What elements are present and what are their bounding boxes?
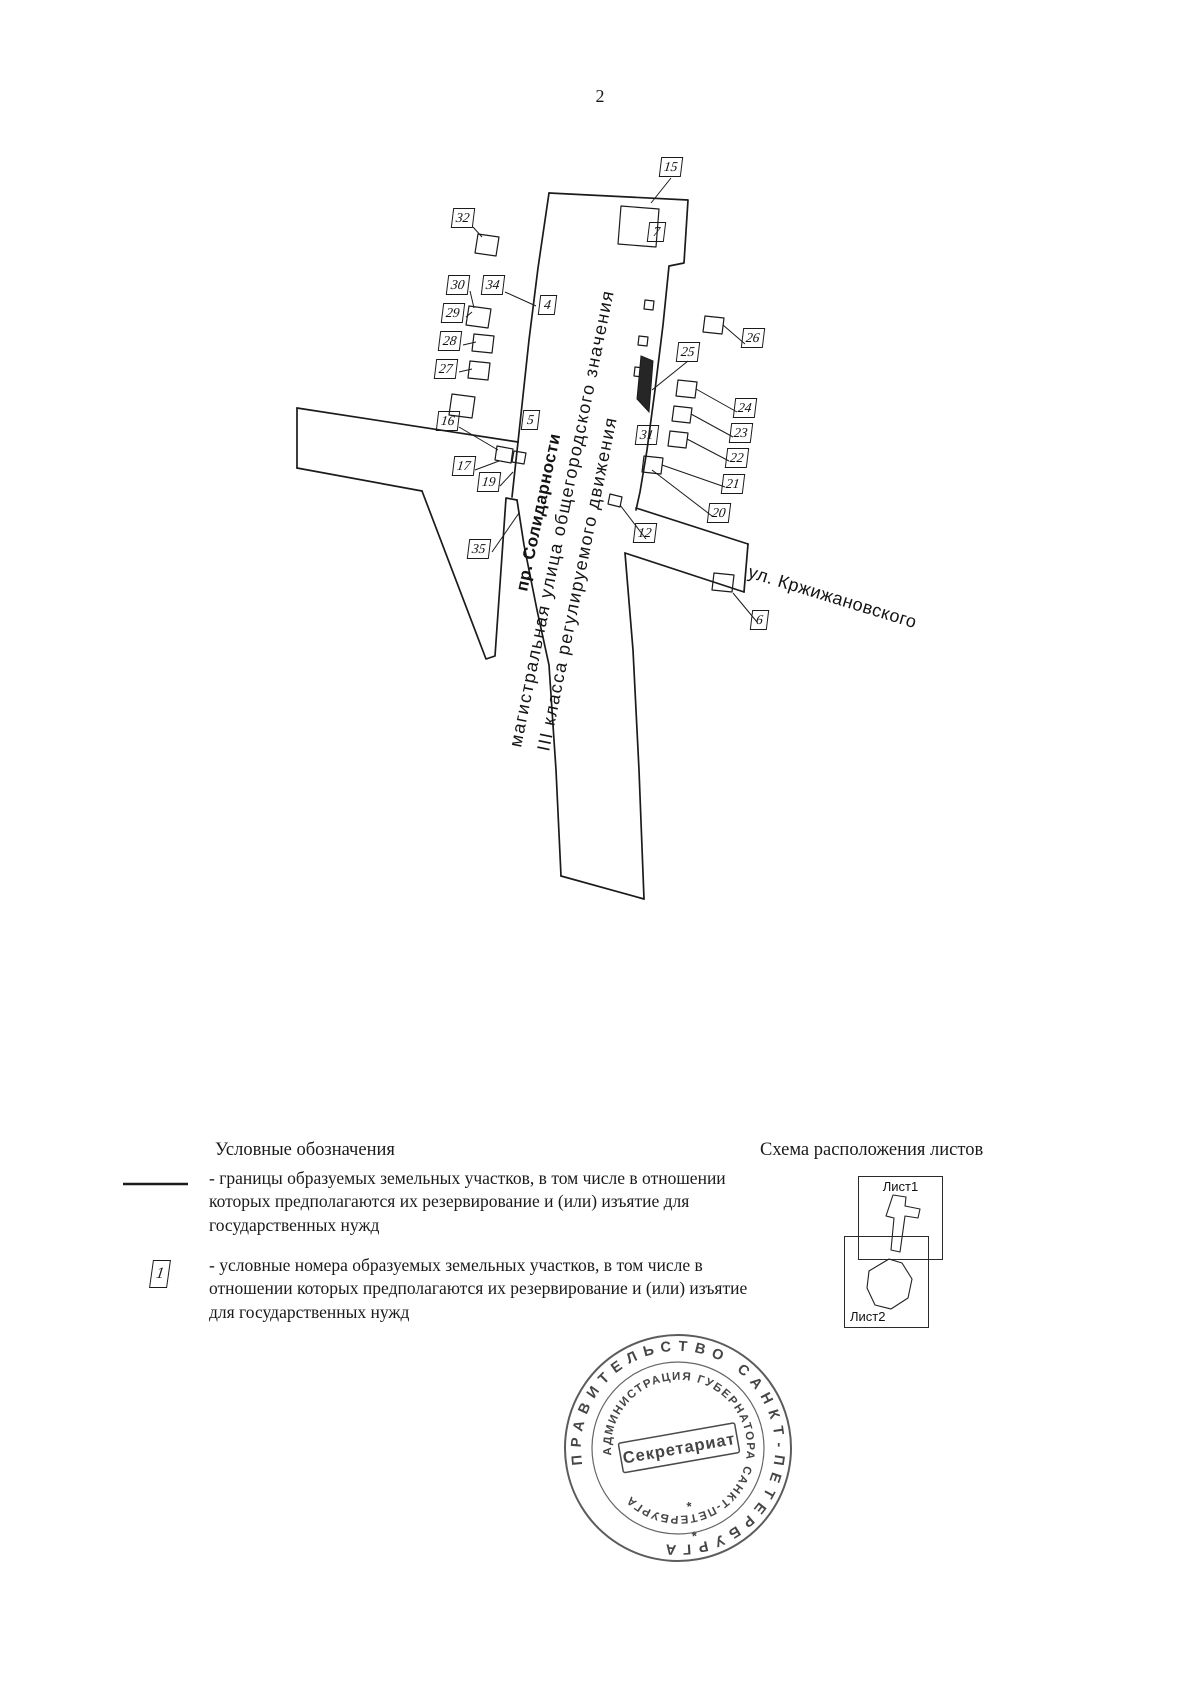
legend-item-numbers-text: - условные номера образуемых земельных у… bbox=[209, 1255, 748, 1322]
parcel-label-6: 6 bbox=[749, 610, 770, 630]
sheet1-mini-map bbox=[885, 1194, 921, 1253]
parcel-label-25: 25 bbox=[675, 342, 700, 362]
official-stamp: ПРАВИТЕЛЬСТВО САНКТ-ПЕТЕРБУРГА АДМИНИСТР… bbox=[551, 1321, 804, 1574]
parcel-label-34: 34 bbox=[480, 275, 505, 295]
stamp-center-text: Секретариат bbox=[621, 1430, 737, 1468]
page-number: 2 bbox=[595, 86, 605, 106]
stamp-star-icon: * bbox=[686, 1498, 695, 1514]
legend-item-boundaries-text: - границы образуемых земельных участков,… bbox=[209, 1168, 726, 1235]
sheet1-label: Лист1 bbox=[882, 1179, 919, 1194]
parcel-label-17: 17 bbox=[451, 456, 476, 476]
parcel-label-31: 31 bbox=[634, 425, 659, 445]
parcel-label-29: 29 bbox=[440, 303, 465, 323]
sheet-box-2: Лист2 bbox=[844, 1236, 929, 1328]
leader-lines bbox=[458, 177, 758, 623]
legend-title: Условные обозначения bbox=[215, 1140, 395, 1160]
parcel-label-23: 23 bbox=[728, 423, 753, 443]
parcel-label-20: 20 bbox=[706, 503, 731, 523]
stamp-inner-circle bbox=[591, 1361, 765, 1535]
sheet2-mini-map bbox=[866, 1258, 913, 1310]
parcel-label-15: 15 bbox=[658, 157, 683, 177]
parcel-label-32: 32 bbox=[450, 208, 475, 228]
parcel-label-4: 4 bbox=[537, 295, 558, 315]
parcel-label-30: 30 bbox=[445, 275, 470, 295]
parcel-label-7: 7 bbox=[646, 222, 667, 242]
parcel-label-16: 16 bbox=[435, 411, 460, 431]
stamp-star-icon: * bbox=[691, 1528, 700, 1544]
sheet-scheme-title: Схема расположения листов bbox=[760, 1140, 984, 1160]
sheet2-label: Лист2 bbox=[850, 1309, 886, 1324]
street-label-krzhizhanovskogo: ул. Кржижановского bbox=[746, 562, 920, 632]
parcel-label-12: 12 bbox=[632, 523, 657, 543]
parcel-label-28: 28 bbox=[437, 331, 462, 351]
parcel-label-35: 35 bbox=[466, 539, 491, 559]
parcel-squares bbox=[448, 233, 735, 593]
parcel-label-26: 26 bbox=[740, 328, 765, 348]
parcel-label-22: 22 bbox=[724, 448, 749, 468]
stamp-outer-circle bbox=[564, 1334, 792, 1562]
sheet-box-1: Лист1 bbox=[858, 1176, 943, 1260]
map-outline bbox=[296, 192, 749, 900]
parcel-label-21: 21 bbox=[720, 474, 745, 494]
parcel-label-27: 27 bbox=[433, 359, 458, 379]
parcel-label-24: 24 bbox=[732, 398, 757, 418]
parcel-label-19: 19 bbox=[476, 472, 501, 492]
stamp-center-box bbox=[617, 1422, 741, 1474]
parcel-label-5: 5 bbox=[520, 410, 541, 430]
